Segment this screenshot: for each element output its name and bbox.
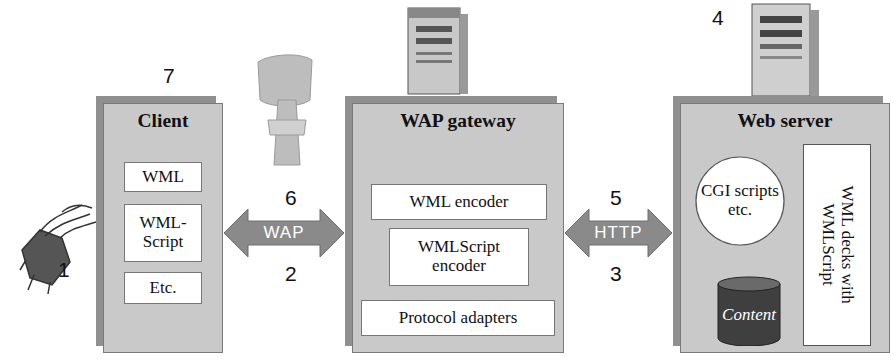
box-label: Etc. (150, 279, 177, 298)
box-label: CGI scripts etc. (695, 182, 785, 219)
callout-number: 2 (285, 262, 297, 286)
double-arrow (224, 209, 344, 257)
callout-number: 4 (712, 6, 724, 30)
box-label: WML-Script (129, 214, 197, 251)
box-label: Protocol adapters (399, 309, 518, 328)
callout-number: 5 (610, 186, 622, 210)
server-icon (408, 8, 468, 94)
callout-number: 3 (610, 262, 622, 286)
box-title: WAP gateway (353, 110, 563, 132)
double-arrow (565, 209, 672, 257)
format-box: Etc. (124, 272, 202, 304)
client-box: ClientWML WML-ScriptEtc. (103, 103, 223, 353)
box-title: Client (104, 110, 222, 132)
callout-number: 1 (58, 258, 70, 282)
antenna-icon (258, 55, 312, 165)
edge-label: HTTP (591, 223, 645, 243)
content-cylinder: Content (717, 276, 781, 346)
pager-icon (20, 205, 96, 294)
box-title: Web server (681, 110, 889, 132)
server-icon (752, 4, 819, 96)
vertical-label: WML decks with WMLScript (818, 152, 855, 338)
decks-box: WML decks with WMLScript (803, 144, 871, 346)
encoder-box: WMLScript encoder (389, 228, 529, 286)
box-label: WML encoder (410, 193, 509, 212)
server-box: Web serverCGI scripts etc. WML decks with… (680, 103, 890, 353)
box-label: WML (142, 168, 184, 187)
adapter-box: Protocol adapters (361, 300, 555, 336)
gateway-box: WAP gatewayWML encoderWMLScript encoderP… (352, 103, 564, 353)
callout-number: 6 (285, 186, 297, 210)
encoder-box: WML encoder (371, 184, 547, 220)
format-box: WML (124, 162, 202, 192)
callout-number: 7 (163, 64, 175, 88)
edge-label: WAP (260, 223, 307, 243)
scripts-circle: CGI scripts etc. (695, 156, 785, 246)
format-box: WML-Script (124, 204, 202, 262)
box-label: Content (722, 306, 776, 325)
box-label: WMLScript encoder (394, 238, 524, 275)
